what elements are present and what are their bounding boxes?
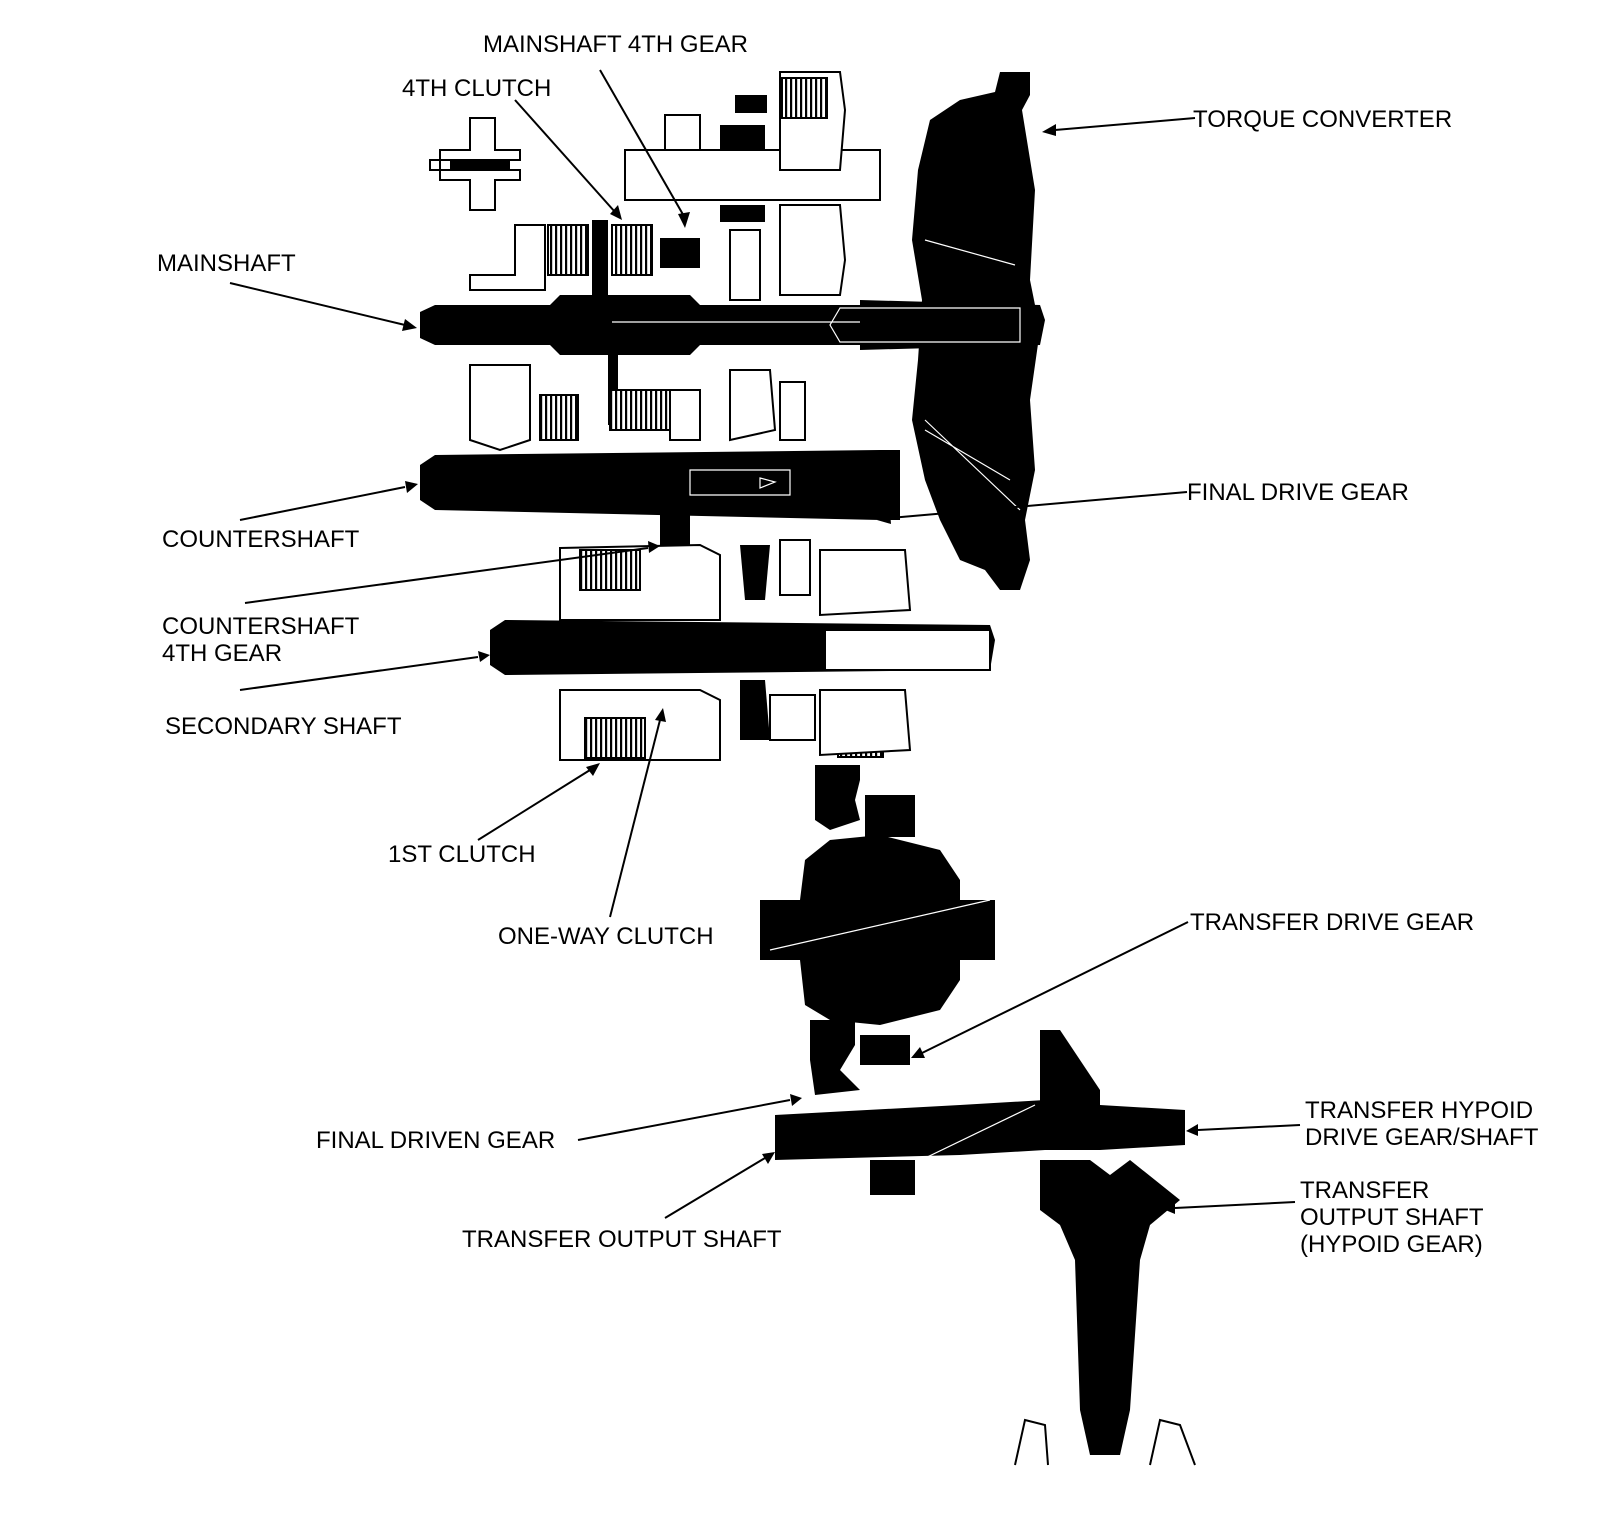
leader-lines [229,69,1301,1219]
label-transfer-hypoid-drive-gear-shaft: TRANSFER HYPOID DRIVE GEAR/SHAFT [1305,1097,1540,1151]
label-transfer-output-line-1: TRANSFER [1300,1177,1429,1204]
label-transfer-output-shaft-hypoid-gear: TRANSFER OUTPUT SHAFT (HYPOID GEAR) [1300,1177,1490,1258]
label-final-drive-gear: FINAL DRIVE GEAR [1187,479,1409,506]
label-mainshaft-4th-gear: MAINSHAFT 4TH GEAR [483,31,748,58]
label-final-driven-gear: FINAL DRIVEN GEAR [316,1127,555,1154]
label-mainshaft: MAINSHAFT [157,250,296,277]
mainshaft-assembly [420,71,1045,425]
label-secondary-shaft: SECONDARY SHAFT [165,713,402,740]
label-transfer-output-shaft: TRANSFER OUTPUT SHAFT [462,1226,782,1253]
label-transfer-output-line-2: OUTPUT SHAFT [1300,1204,1484,1231]
label-transfer-output-line-3: (HYPOID GEAR) [1300,1231,1483,1258]
label-4th-clutch: 4TH CLUTCH [402,75,551,102]
label-transfer-drive-gear: TRANSFER DRIVE GEAR [1190,909,1474,936]
label-countershaft-4th-gear-line-2: 4TH GEAR [162,640,282,667]
label-transfer-hypoid-line-2: DRIVE GEAR/SHAFT [1305,1124,1539,1151]
label-countershaft: COUNTERSHAFT [162,526,360,553]
label-countershaft-4th-gear-line-1: COUNTERSHAFT [162,613,360,640]
labels: MAINSHAFT 4TH GEAR 4TH CLUTCH TORQUE CON… [157,31,1540,1258]
label-1st-clutch: 1ST CLUTCH [388,841,536,868]
differential-assembly [760,765,995,1095]
label-one-way-clutch: ONE-WAY CLUTCH [498,923,714,950]
label-transfer-hypoid-line-1: TRANSFER HYPOID [1305,1097,1533,1124]
label-torque-converter: TORQUE CONVERTER [1193,106,1452,133]
transfer-assembly [775,1030,1196,1466]
countershaft-assembly [420,364,900,550]
secondary-shaft-assembly [490,539,995,761]
label-countershaft-4th-gear: COUNTERSHAFT 4TH GEAR [162,613,366,667]
